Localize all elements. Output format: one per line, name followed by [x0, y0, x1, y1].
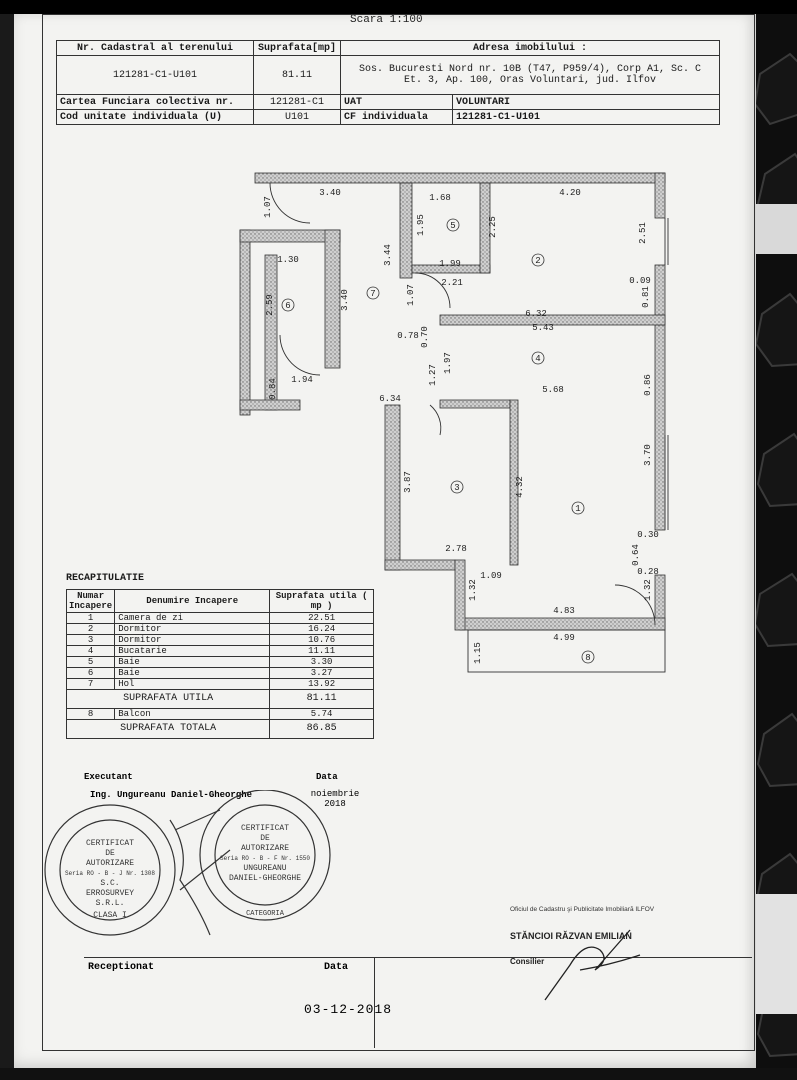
- recap-title: RECAPITULATIE: [66, 573, 145, 584]
- dim-label: 1.68: [429, 193, 451, 203]
- top-bar: [0, 0, 797, 14]
- property-header-table: Nr. Cadastral al terenului Suprafata[mp]…: [56, 40, 720, 125]
- stamp-text: CERTIFICAT: [86, 839, 134, 848]
- stamp-text: Seria RO - B - J Nr. 1308: [65, 870, 155, 877]
- dim-label: 1.09: [480, 571, 502, 581]
- scale-label: Scara 1:100: [350, 14, 423, 26]
- recap-head-surface: Suprafata utila ( mp ): [269, 589, 374, 613]
- stamp-text: CERTIFICAT: [241, 824, 289, 833]
- dim-label: 1.94: [291, 375, 313, 385]
- stamp-text: AUTORIZARE: [86, 859, 134, 868]
- dim-label: 0.78: [397, 331, 419, 341]
- dim-label: 3.40: [340, 289, 350, 311]
- dim-label: 3.70: [643, 444, 653, 466]
- dim-label: 0.64: [631, 544, 641, 566]
- stamp-text: UNGUREANU: [243, 864, 286, 873]
- dim-label: 0.70: [420, 326, 430, 348]
- cadastral-number: 121281-C1-U101: [56, 55, 254, 95]
- dim-label: 6.34: [379, 394, 401, 404]
- document-frame: [42, 14, 755, 1051]
- room-number: 8: [585, 653, 590, 663]
- dim-label: 1.30: [277, 255, 299, 265]
- dim-label: 3.44: [383, 244, 393, 266]
- stamp-text: Seria RO - B - F Nr. 1550: [220, 855, 310, 862]
- stamp-text: DE: [260, 834, 270, 843]
- recap-head-name: Denumire Incapere: [114, 589, 271, 613]
- dim-label: 3.40: [319, 188, 341, 198]
- dim-label: 0.09: [629, 276, 651, 286]
- dim-label: 1.97: [443, 352, 453, 374]
- dim-label: 1.99: [439, 259, 461, 269]
- room-number: 4: [535, 354, 540, 364]
- surface-value: 81.11: [253, 55, 341, 95]
- dim-label: 0.30: [637, 530, 659, 540]
- dim-label: 5.68: [542, 385, 564, 395]
- room-number: 1: [575, 504, 580, 514]
- dim-label: 1.07: [263, 196, 273, 218]
- background-floor-tiles: [740, 14, 797, 1068]
- dim-label: 0.86: [643, 374, 653, 396]
- ocpi-office: Oficiul de Cadastru şi Publicitate Imobi…: [510, 906, 655, 913]
- receptionat-section: Receptionat Data 03-12-2018: [84, 957, 752, 1048]
- dim-label: 2.78: [445, 544, 467, 554]
- bottom-bar: [0, 1068, 797, 1080]
- address-value: Sos. Bucuresti Nord nr. 10B (T47, P959/4…: [340, 55, 720, 95]
- executant-name: Ing. Ungureanu Daniel-Gheorghe: [90, 790, 253, 800]
- executant-date: noiembrie 2018: [310, 789, 360, 809]
- recap-head-nr: Numar Incapere: [65, 589, 116, 613]
- dim-label: 5.43: [532, 323, 554, 333]
- dim-label: 2.21: [441, 278, 463, 288]
- stamp-text: CLASA I: [93, 911, 127, 920]
- dim-label: 0.81: [641, 286, 651, 308]
- dim-label: 1.95: [416, 214, 426, 236]
- ocpi-role: Consilier: [510, 957, 545, 966]
- dim-label: 4.83: [553, 606, 575, 616]
- divider: [374, 958, 375, 1048]
- stamp-text: S.C.: [100, 879, 119, 888]
- dim-label: 6.32: [525, 309, 547, 319]
- dim-label: 1.15: [473, 642, 483, 664]
- cf-individual-value: 121281-C1-U101: [452, 109, 720, 125]
- dim-label: 1.32: [468, 579, 478, 601]
- room-number: 2: [535, 256, 540, 266]
- floor-plan: 3.40 1.07 1.68 4.20 2.51 1.95 2.25 3.44 …: [239, 172, 669, 673]
- stamp-text: DANIEL-GHEORGHE: [229, 874, 301, 883]
- dim-label: 1.07: [406, 284, 416, 306]
- dim-label: 4.99: [553, 633, 575, 643]
- room-number: 7: [370, 289, 375, 299]
- dim-label: 0.84: [268, 378, 278, 400]
- stamp-text: ERROSURVEY: [86, 889, 134, 898]
- receptionat-label: Receptionat: [88, 962, 155, 973]
- dim-label: 4.20: [559, 188, 581, 198]
- dim-label: 2.59: [265, 294, 275, 316]
- dim-label: 0.28: [637, 567, 659, 577]
- dim-label: 2.25: [488, 216, 498, 238]
- stamp-text: CATEGORIA: [246, 910, 285, 918]
- dim-label: 1.27: [428, 364, 438, 386]
- recap-table: Numar Incapere Denumire Incapere Suprafa…: [65, 589, 374, 739]
- dim-label: 2.51: [638, 222, 648, 244]
- signature: [544, 929, 641, 1001]
- surface-title: Suprafata[mp]: [253, 40, 341, 56]
- room-number: 5: [450, 221, 455, 231]
- executant-header: Executant Data: [84, 772, 338, 782]
- stamp-text: AUTORIZARE: [241, 844, 289, 853]
- dim-label: 1.32: [643, 579, 653, 601]
- stamp-text: S.R.L.: [96, 899, 125, 908]
- ocpi-name: STĂNCIOI RĂZVAN EMILIAN: [510, 931, 632, 941]
- stamp-text: DE: [105, 849, 115, 858]
- authorization-stamps: CERTIFICAT DE AUTORIZARE Seria RO - B - …: [44, 790, 331, 936]
- dim-label: 3.87: [403, 471, 413, 493]
- receptionat-date-label: Data: [324, 962, 349, 973]
- dim-label: 4.32: [515, 476, 525, 498]
- receptionat-date: 03-12-2018: [304, 1002, 393, 1017]
- room-number: 6: [285, 301, 290, 311]
- room-number: 3: [454, 483, 459, 493]
